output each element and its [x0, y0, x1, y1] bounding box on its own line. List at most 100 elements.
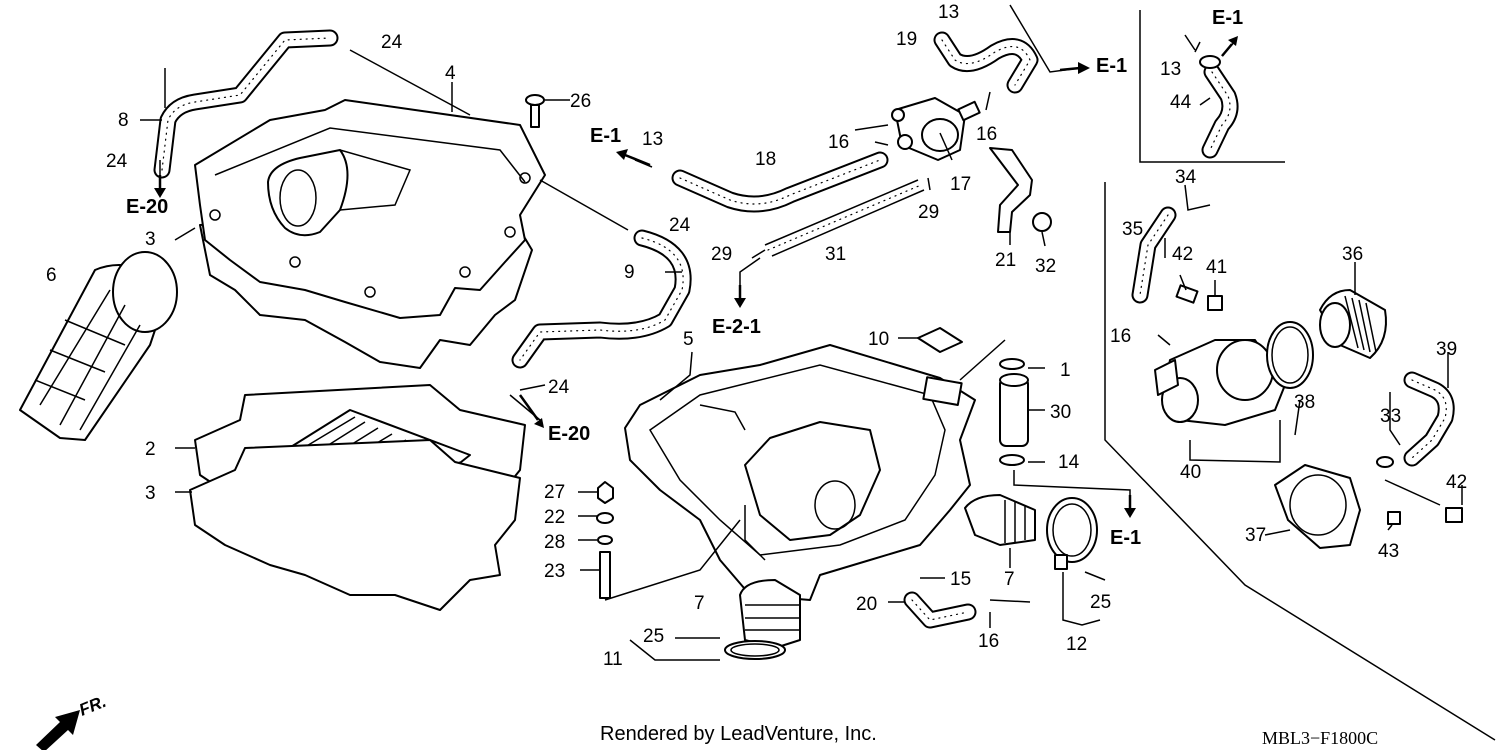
hose-44 [1199, 55, 1239, 159]
clamp-14 [999, 454, 1025, 466]
callout-16-a: 16 [828, 132, 849, 153]
callout-4: 4 [445, 63, 456, 84]
callout-7-right: 7 [1004, 569, 1015, 590]
hose-20 [903, 591, 977, 629]
callout-36: 36 [1342, 244, 1363, 265]
callout-38: 38 [1294, 392, 1315, 413]
oil-separator-body [1154, 339, 1286, 426]
callout-16-b: 16 [976, 124, 997, 145]
callout-17: 17 [950, 174, 971, 195]
callout-27: 27 [544, 482, 565, 503]
inset-frame-44 [1139, 10, 1285, 163]
ref-e21: E-2-1 [712, 316, 761, 338]
callout-10: 10 [868, 329, 889, 350]
callout-24-c: 24 [669, 215, 691, 236]
callout-30: 30 [1050, 402, 1071, 423]
callout-24-d: 24 [548, 377, 570, 398]
clamp-1 [999, 358, 1025, 370]
bolts-right [1175, 284, 1463, 525]
callout-40: 40 [1180, 462, 1201, 483]
callout-labels: 1 2 3 3 4 5 6 7 7 8 9 10 11 12 13 13 13 … [46, 2, 1467, 670]
callout-3-upper: 3 [145, 229, 156, 250]
diagram-code: MBL3−F1800C [1262, 728, 1378, 748]
callout-16-d: 16 [978, 631, 999, 652]
callout-43: 43 [1378, 541, 1399, 562]
reference-arrows [154, 36, 1238, 518]
callout-7-lower: 7 [694, 593, 705, 614]
air-cleaner-case-lower [624, 344, 976, 601]
callout-42-a: 42 [1172, 244, 1193, 265]
air-cleaner-duct [19, 251, 178, 441]
breather-hose-9 [511, 229, 692, 369]
callout-28: 28 [544, 532, 565, 553]
bolt-26 [525, 94, 545, 128]
callout-33: 33 [1380, 406, 1401, 427]
callout-24-b: 24 [106, 151, 128, 172]
callout-21: 21 [995, 250, 1016, 271]
callout-29-b: 29 [711, 244, 732, 265]
hose-18 [671, 151, 889, 213]
callout-16-c: 16 [1110, 326, 1131, 347]
ref-e20-mid: E-20 [548, 423, 590, 445]
callout-20: 20 [856, 594, 877, 615]
hardware-stack [596, 481, 614, 599]
o-ring-38 [1266, 321, 1314, 389]
callout-14: 14 [1058, 452, 1080, 473]
hose-39 [1403, 371, 1455, 467]
front-direction-arrow-icon: FR. [36, 692, 109, 750]
callout-9: 9 [624, 262, 635, 283]
callout-1: 1 [1060, 360, 1071, 381]
band-11 [724, 640, 786, 660]
callout-18: 18 [755, 149, 776, 170]
direction-label: FR. [76, 692, 109, 720]
callout-23: 23 [544, 561, 565, 582]
callout-12: 12 [1066, 634, 1087, 655]
callout-2: 2 [145, 439, 156, 460]
air-cleaner-case-cover [194, 99, 546, 319]
callout-5: 5 [683, 329, 694, 350]
callout-42-b: 42 [1446, 472, 1467, 493]
hose-19 [933, 31, 1039, 94]
callout-25-a: 25 [643, 626, 664, 647]
connecting-tube-7-lower [739, 579, 801, 649]
connecting-tube-30 [999, 373, 1029, 447]
callout-34: 34 [1175, 167, 1197, 188]
callout-19: 19 [896, 29, 917, 50]
cover-37 [1274, 464, 1361, 549]
callout-15: 15 [950, 569, 971, 590]
render-credit: Rendered by LeadVenture, Inc. [600, 723, 877, 745]
callout-31: 31 [825, 244, 846, 265]
callout-6: 6 [46, 265, 57, 286]
breather-hose-8 [153, 29, 339, 179]
callout-8: 8 [118, 110, 129, 131]
callout-26: 26 [570, 91, 591, 112]
right-detail-frame [1104, 182, 1496, 741]
part-10 [917, 327, 963, 353]
air-injection-valve [891, 97, 981, 161]
band-12 [1046, 497, 1098, 570]
filter-element-36 [1319, 289, 1387, 359]
callout-29-a: 29 [918, 202, 939, 223]
ref-e1-mid: E-1 [590, 125, 621, 147]
callout-3-lower: 3 [145, 483, 156, 504]
hose-31 [764, 179, 925, 257]
callout-25-b: 25 [1090, 592, 1111, 613]
callout-13-mid: 13 [642, 129, 663, 150]
hose-35 [1131, 206, 1177, 304]
ref-e1-right: E-1 [1110, 527, 1141, 549]
callout-37: 37 [1245, 525, 1266, 546]
callout-13-inset: 13 [1160, 59, 1181, 80]
callout-22: 22 [544, 507, 565, 528]
callout-35: 35 [1122, 219, 1143, 240]
callout-13-top: 13 [938, 2, 959, 23]
callout-41: 41 [1206, 257, 1227, 278]
ref-e1-top: E-1 [1096, 55, 1127, 77]
callout-39: 39 [1436, 339, 1457, 360]
bracket-21 [989, 147, 1052, 233]
callout-11: 11 [603, 649, 623, 670]
ref-e20-left: E-20 [126, 196, 168, 218]
callout-32: 32 [1035, 256, 1056, 277]
reference-labels: E-20 E-1 E-2-1 E-20 E-1 E-1 E-1 [126, 7, 1243, 549]
